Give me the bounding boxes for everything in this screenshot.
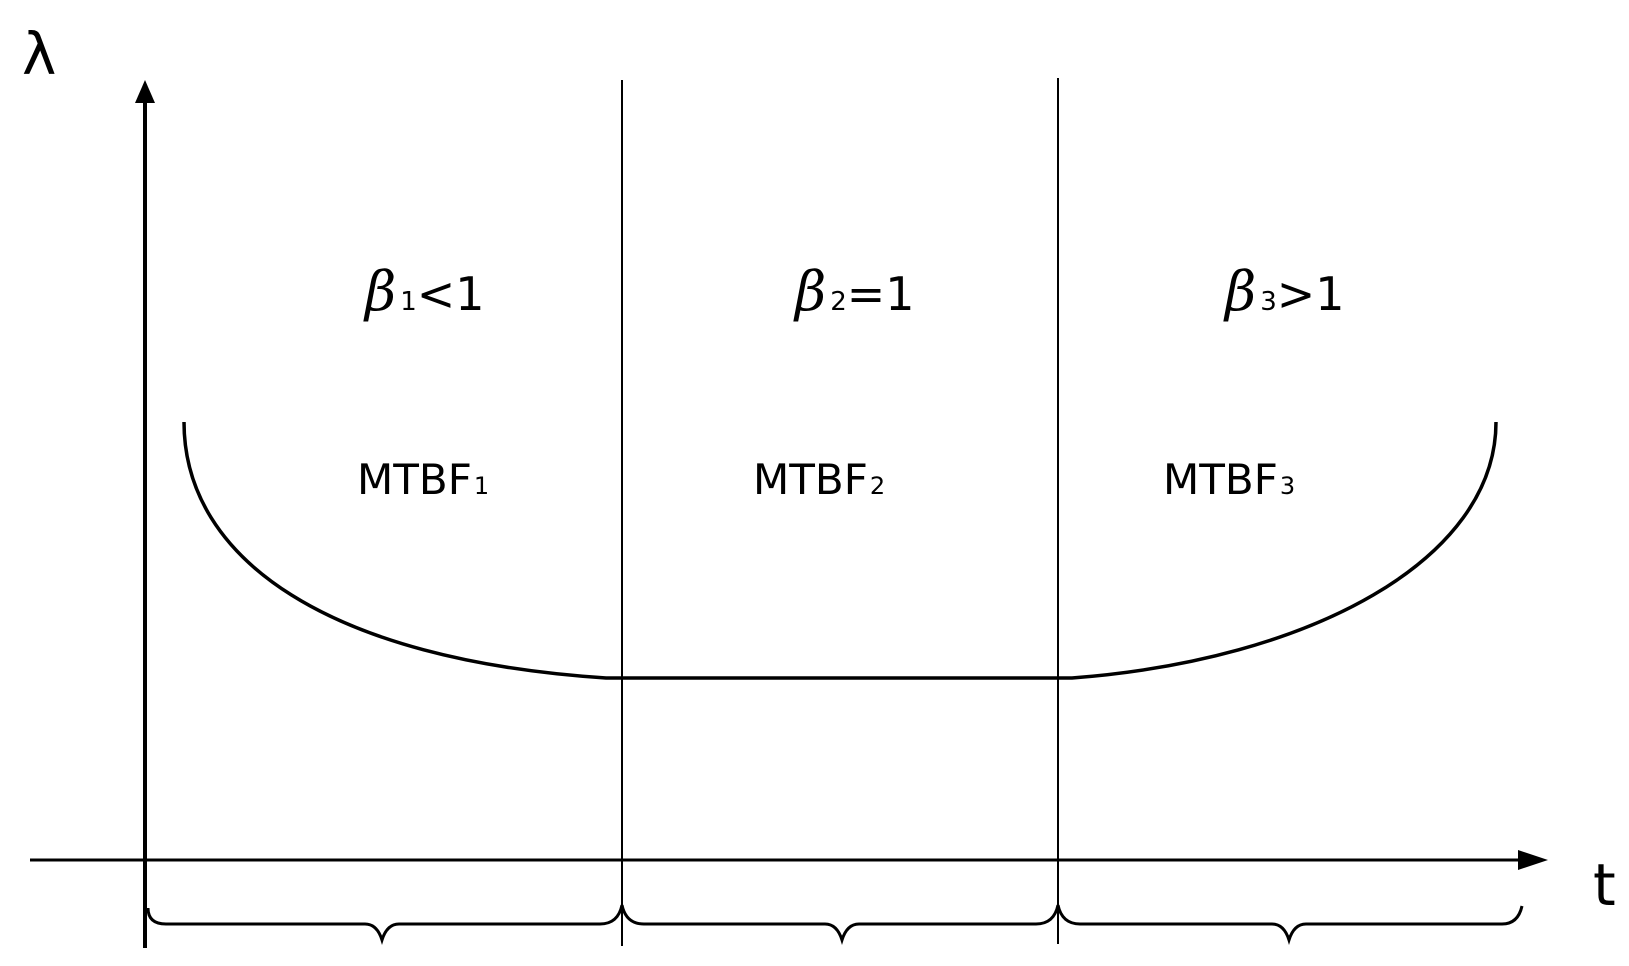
beta-symbol-1: β	[363, 260, 396, 323]
mtbf-subscript-2: 2	[870, 472, 885, 500]
beta-subscript-1: 1	[400, 287, 417, 317]
x-axis-label: t	[1593, 851, 1616, 919]
x-axis-arrow-icon	[1518, 850, 1548, 870]
mtbf-text-2: MTBF	[753, 455, 868, 504]
mtbf-text-3: MTBF	[1163, 455, 1278, 504]
brace-1	[146, 904, 624, 946]
mtbf-text-1: MTBF	[357, 455, 472, 504]
brace-3	[1056, 904, 1524, 946]
y-axis-label: λ	[22, 20, 56, 88]
mtbf-label-2: MTBF2	[753, 455, 885, 504]
y-axis-arrow-icon	[135, 80, 155, 103]
beta-subscript-3: 3	[1260, 287, 1277, 317]
beta-relation-1: <1	[417, 267, 485, 321]
beta-subscript-2: 2	[830, 287, 847, 317]
beta-relation-3: >1	[1277, 267, 1345, 321]
mtbf-label-3: MTBF3	[1163, 455, 1295, 504]
beta-relation-2: =1	[847, 267, 915, 321]
bathtub-curve	[182, 421, 1498, 680]
beta-symbol-2: β	[793, 260, 826, 323]
mtbf-subscript-1: 1	[474, 472, 489, 500]
mtbf-label-1: MTBF1	[357, 455, 489, 504]
mtbf-subscript-3: 3	[1280, 472, 1295, 500]
beta-symbol-3: β	[1223, 260, 1256, 323]
brace-2	[620, 904, 1060, 946]
